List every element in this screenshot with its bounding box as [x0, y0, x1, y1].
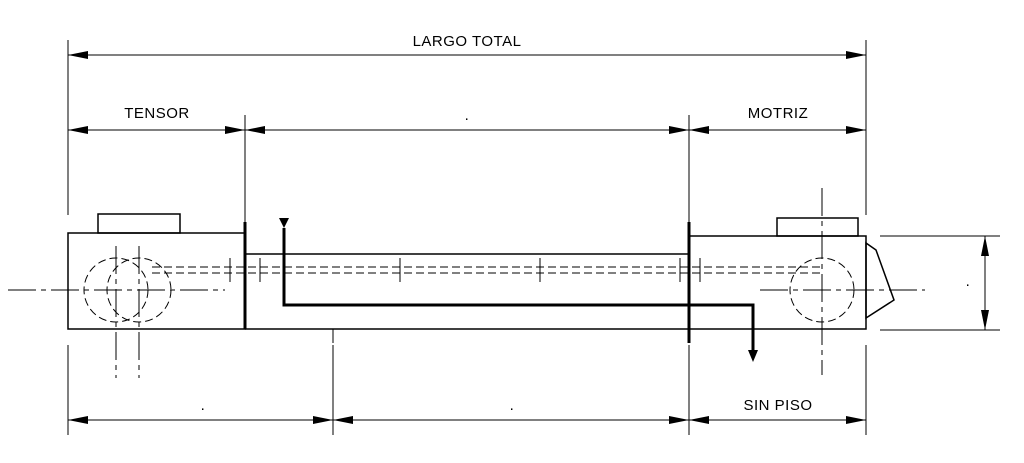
- bottom-middle-label: .: [510, 397, 515, 414]
- tail-label: TENSOR: [124, 105, 190, 122]
- extension-lines: [67, 40, 1000, 435]
- trough-section: [245, 222, 691, 343]
- dimension-lines: [68, 51, 989, 424]
- tail-section: [67, 213, 247, 330]
- head-label: MOTRIZ: [748, 105, 809, 122]
- inlet-marker: [279, 218, 289, 228]
- bottom-left-label: .: [201, 397, 206, 414]
- bottom-right-label: SIN PISO: [743, 397, 812, 414]
- material-flow: [279, 218, 758, 362]
- height-label: .: [966, 273, 971, 290]
- centerlines: [8, 188, 925, 378]
- overall-label: LARGO TOTAL: [413, 33, 522, 50]
- middle-label: .: [465, 107, 470, 124]
- screw-flight: [152, 266, 822, 274]
- discharge-arrow: [748, 350, 758, 362]
- dimension-labels: LARGO TOTAL TENSOR . MOTRIZ . . . SIN PI…: [124, 33, 970, 414]
